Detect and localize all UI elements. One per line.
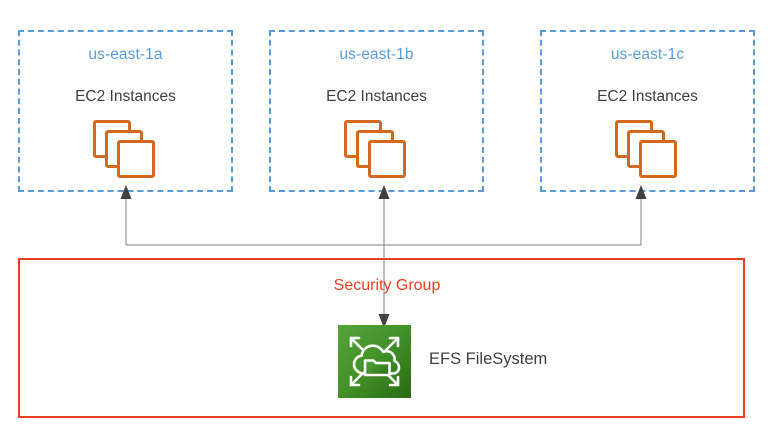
az-resource-label-us-east-1a: EC2 Instances <box>75 88 176 105</box>
efs-filesystem-icon <box>338 325 411 398</box>
security-group-boundary <box>18 258 745 418</box>
ec2-square-front <box>116 140 155 178</box>
ec2-square-front <box>367 140 406 178</box>
ec2-instances-icon <box>92 120 159 178</box>
az-resource-label-us-east-1b: EC2 Instances <box>326 88 427 105</box>
efs-cloud-shape <box>352 344 401 375</box>
az-label-us-east-1a: us-east-1a <box>88 46 163 63</box>
availability-zone-us-east-1a: us-east-1a EC2 Instances <box>18 30 233 192</box>
az-label-us-east-1b: us-east-1b <box>339 46 414 63</box>
ec2-square-front <box>638 140 677 178</box>
efs-folder-shape <box>363 359 391 377</box>
az-label-us-east-1c: us-east-1c <box>610 46 685 63</box>
availability-zone-us-east-1c: us-east-1c EC2 Instances <box>540 30 755 192</box>
ec2-instances-icon <box>614 120 681 178</box>
security-group-label: Security Group <box>333 277 441 294</box>
ec2-instances-icon <box>343 120 410 178</box>
availability-zone-us-east-1b: us-east-1b EC2 Instances <box>269 30 484 192</box>
az-resource-label-us-east-1c: EC2 Instances <box>597 88 698 105</box>
efs-filesystem-label: EFS FileSystem <box>429 350 548 368</box>
